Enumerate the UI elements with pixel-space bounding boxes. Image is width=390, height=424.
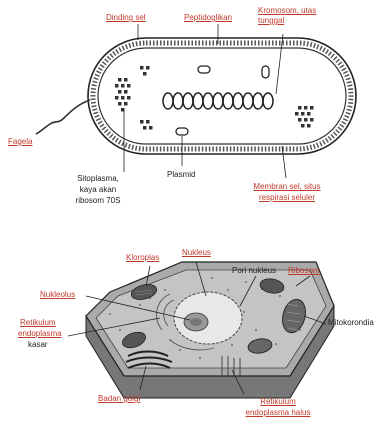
label-pori-nukleus: Pori nukleus: [232, 266, 276, 276]
label-membran-line1: Membran sel, situs: [222, 182, 352, 192]
label-sitoplasma-line3: ribosom 70S: [60, 196, 136, 206]
label-dinding-sel: Dinding sel: [106, 13, 146, 23]
label-kloroplas: Kloroplas: [126, 253, 159, 263]
label-flagela: Fagela: [8, 137, 32, 147]
label-re-kasar-line2: endoplasma: [18, 329, 62, 339]
label-re-halus-line1: Retikulum: [228, 397, 328, 407]
label-membran-line2: respirasi seluler: [222, 193, 352, 203]
label-re-halus-line2: endoplasma halus: [228, 408, 328, 418]
plasmid: [176, 128, 188, 135]
plant-cell: [68, 262, 334, 398]
flagellum: [36, 100, 90, 134]
label-badan-golgi: Badan golgi: [98, 394, 140, 404]
nucleolus-core: [190, 318, 202, 326]
label-nukleolus: Nukleolus: [40, 290, 75, 300]
label-nukleus: Nukleus: [182, 248, 211, 258]
label-ribosom: Ribosom: [288, 266, 320, 276]
plasmid: [198, 66, 210, 73]
label-peptidoglikan: Peptidoglikan: [184, 13, 232, 23]
label-re-kasar-line1: Retikulum: [20, 318, 56, 328]
label-re-kasar-line3: kasar: [28, 340, 48, 350]
label-sitoplasma-line2: kaya akan: [60, 185, 136, 195]
label-kromosom-line1: Kromosom, utas: [258, 6, 316, 16]
label-kromosom-line2: tunggal: [258, 16, 284, 26]
label-sitoplasma-line1: Sitoplasma,: [60, 174, 136, 184]
bacteria-cell: [36, 24, 356, 178]
label-plasmid: Plasmid: [167, 170, 195, 180]
label-mitokondria: Mitokorondia: [328, 318, 374, 328]
plasmid: [262, 66, 269, 78]
nucleus: [174, 292, 242, 344]
